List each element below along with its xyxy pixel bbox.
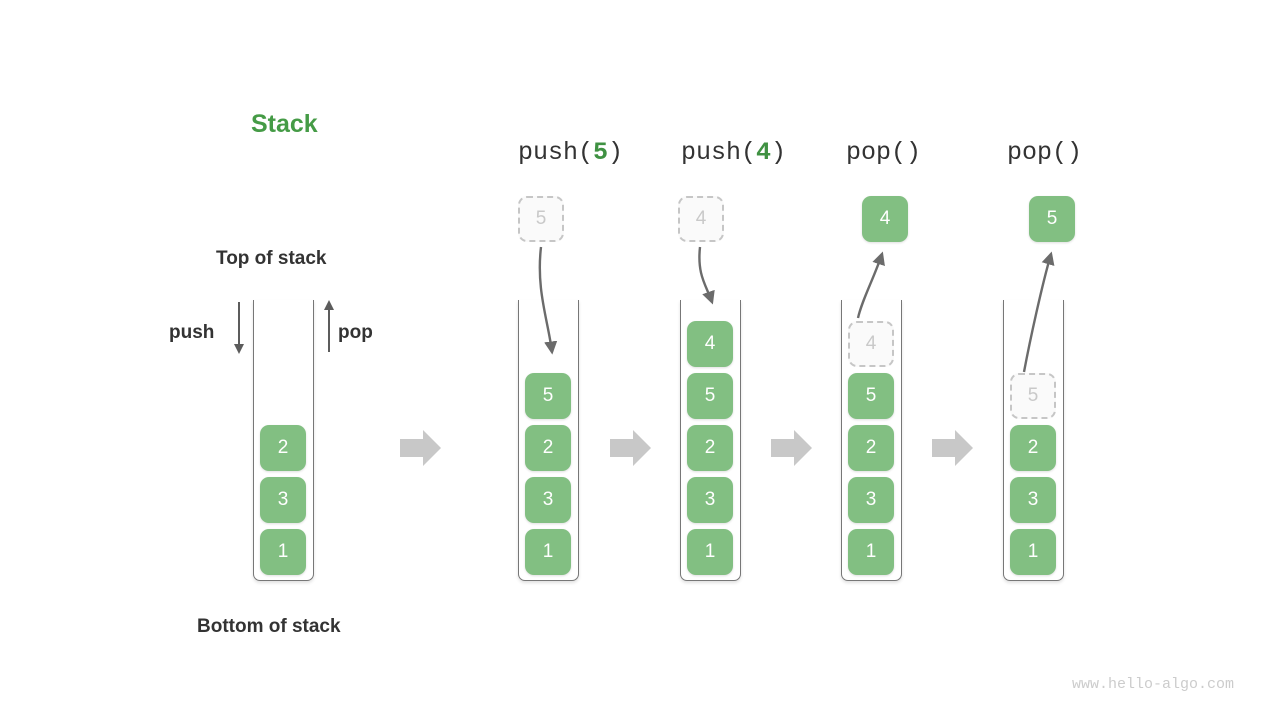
header-prefix: push( <box>681 138 757 167</box>
popped-block-5: 5 <box>1029 196 1075 242</box>
stack-block-ghost: 5 <box>1010 373 1056 419</box>
column-header-push-4: push(4) <box>681 138 786 167</box>
transition-arrow-4 <box>932 430 973 466</box>
transition-arrow-1 <box>400 430 441 466</box>
popped-block-4: 4 <box>862 196 908 242</box>
stack-block: 5 <box>687 373 733 419</box>
header-prefix: pop() <box>846 138 922 167</box>
stack-block: 3 <box>687 477 733 523</box>
push-label: push <box>169 322 215 343</box>
stack-block: 4 <box>687 321 733 367</box>
bottom-of-stack-label: Bottom of stack <box>197 616 341 637</box>
stack-block: 3 <box>525 477 571 523</box>
header-prefix: push( <box>518 138 594 167</box>
stack-block: 2 <box>260 425 306 471</box>
stack-block: 3 <box>848 477 894 523</box>
header-suffix: ) <box>771 138 787 167</box>
stack-block: 1 <box>687 529 733 575</box>
stack-block: 2 <box>687 425 733 471</box>
push-4-motion-arrow <box>698 246 715 305</box>
floating-ghost-block-push-4: 4 <box>678 196 724 242</box>
stack-block: 5 <box>848 373 894 419</box>
stack-block: 1 <box>260 529 306 575</box>
pop-label: pop <box>338 322 373 343</box>
watermark: www.hello-algo.com <box>1072 676 1235 693</box>
top-of-stack-label: Top of stack <box>216 248 327 269</box>
stack-block: 2 <box>525 425 571 471</box>
header-arg: 5 <box>593 138 609 167</box>
stack-block-ghost: 4 <box>848 321 894 367</box>
column-header-push-5: push(5) <box>518 138 623 167</box>
transition-arrow-3 <box>771 430 812 466</box>
header-prefix: pop() <box>1007 138 1083 167</box>
stack-block: 2 <box>1010 425 1056 471</box>
header-suffix: ) <box>608 138 624 167</box>
floating-ghost-block-push-5: 5 <box>518 196 564 242</box>
column-header-pop-2: pop() <box>1007 138 1082 167</box>
stack-block: 3 <box>1010 477 1056 523</box>
column-header-pop-1: pop() <box>846 138 921 167</box>
stack-block: 1 <box>525 529 571 575</box>
transition-arrow-2 <box>610 430 651 466</box>
stack-block: 1 <box>848 529 894 575</box>
stack-block: 3 <box>260 477 306 523</box>
stack-block: 5 <box>525 373 571 419</box>
header-arg: 4 <box>756 138 772 167</box>
stack-block: 1 <box>1010 529 1056 575</box>
stack-block: 2 <box>848 425 894 471</box>
page-title: Stack <box>251 110 318 138</box>
